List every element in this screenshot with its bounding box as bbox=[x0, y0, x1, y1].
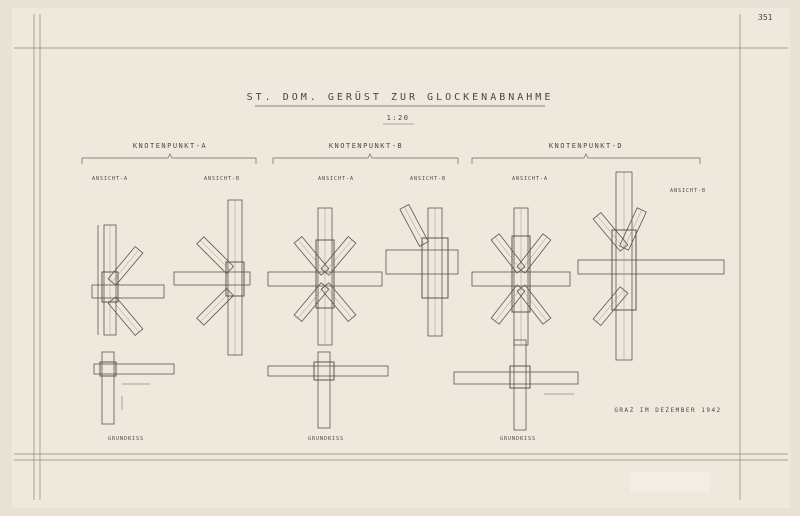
a-view-b-drawing bbox=[173, 199, 251, 356]
a-view-a-drawing bbox=[91, 224, 165, 336]
paper-patch bbox=[630, 472, 710, 492]
b-plan-label: GRUNDRISS bbox=[308, 436, 344, 442]
group-braces bbox=[81, 153, 701, 164]
border-lines bbox=[14, 14, 788, 500]
d-view-b-label: ANSICHT-B bbox=[670, 188, 706, 194]
b-view-a-label: ANSICHT-A bbox=[318, 176, 354, 182]
a-view-b-label: ANSICHT-B bbox=[204, 176, 240, 182]
a-plan-label: GRUNDRISS bbox=[108, 436, 144, 442]
page-number: 351 bbox=[758, 13, 773, 22]
b-plan-drawing bbox=[267, 351, 389, 429]
a-plan-drawing bbox=[93, 351, 175, 425]
d-view-a-drawing bbox=[471, 207, 571, 346]
d-view-b-drawing bbox=[577, 171, 725, 361]
signature-text: GRAZ IM DEZEMBER 1942 bbox=[614, 407, 721, 414]
a-view-a-label: ANSICHT-A bbox=[92, 176, 128, 182]
d-plan-drawing bbox=[453, 339, 579, 431]
paper bbox=[12, 8, 790, 508]
scale-label: 1:20 bbox=[387, 114, 410, 122]
group-d-label: KNOTENPUNKT-D bbox=[549, 142, 623, 150]
d-view-a-label: ANSICHT-A bbox=[512, 176, 548, 182]
group-a-label: KNOTENPUNKT-A bbox=[133, 142, 207, 150]
sheet-title: ST. DOM. GERÜST ZUR GLOCKENABNAHME bbox=[247, 90, 554, 103]
b-view-b-drawing bbox=[385, 204, 459, 337]
group-b-label: KNOTENPUNKT-B bbox=[329, 142, 403, 150]
b-view-a-drawing bbox=[267, 207, 383, 346]
d-plan-label: GRUNDRISS bbox=[500, 436, 536, 442]
b-view-b-label: ANSICHT-B bbox=[410, 176, 446, 182]
